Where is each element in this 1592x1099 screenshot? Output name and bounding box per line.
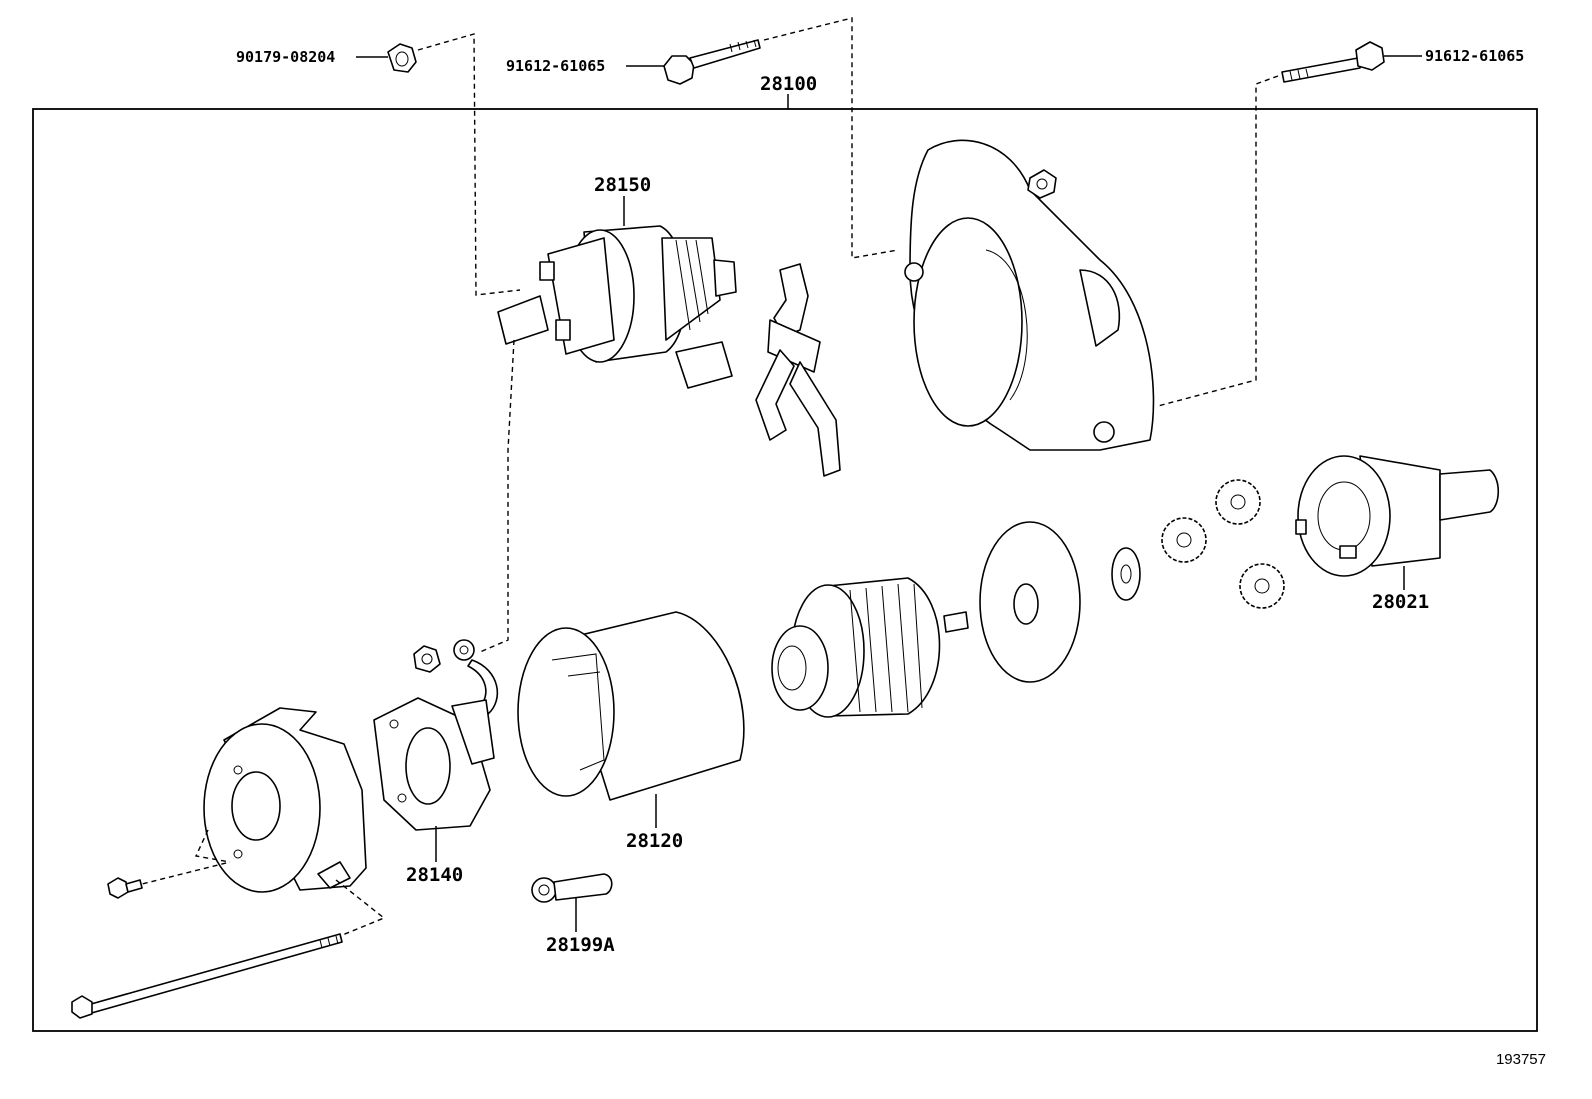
callout-brush-holder: 28140 [406, 864, 463, 886]
callout-bolt-right: 91612-61065 [1425, 47, 1524, 65]
callout-lead-wire: 28199A [546, 934, 615, 956]
callout-bolt-top: 91612-61065 [506, 57, 605, 75]
assembly-frame [32, 108, 1538, 1032]
center-plate [979, 521, 1081, 683]
solenoid-switch [497, 225, 737, 389]
callout-assembly: 28100 [760, 73, 817, 95]
planetary-gear-1 [1215, 479, 1261, 525]
end-frame [203, 707, 367, 893]
figure-number: 193757 [1496, 1051, 1546, 1068]
yoke [517, 611, 745, 801]
clutch-assembly [1295, 455, 1500, 577]
bolt-right [1281, 41, 1385, 83]
dash-bolt-to-housing [763, 17, 899, 259]
washer [1111, 547, 1141, 601]
terminal-nut [413, 645, 441, 673]
callout-nut-top: 90179-08204 [236, 48, 335, 66]
dash-bolt-right-to-housing [1157, 75, 1279, 407]
brush-holder [373, 697, 495, 831]
dash-solenoid-to-terminal [479, 339, 515, 653]
callout-clutch: 28021 [1372, 591, 1429, 613]
armature [771, 577, 969, 718]
nut-top [387, 43, 417, 73]
planetary-gear-2 [1161, 517, 1207, 563]
drive-housing [904, 139, 1155, 451]
dash-bolt-to-frame [335, 879, 386, 937]
end-frame-screw [107, 877, 143, 899]
dash-nut-to-solenoid [417, 33, 521, 296]
callout-yoke: 28120 [626, 830, 683, 852]
through-bolt [71, 933, 343, 1019]
lead-wire [531, 873, 613, 903]
planetary-gear-3 [1239, 563, 1285, 609]
bolt-top [663, 39, 761, 85]
shift-lever [755, 263, 841, 477]
callout-solenoid: 28150 [594, 174, 651, 196]
dash-screw-to-frame [133, 829, 231, 887]
